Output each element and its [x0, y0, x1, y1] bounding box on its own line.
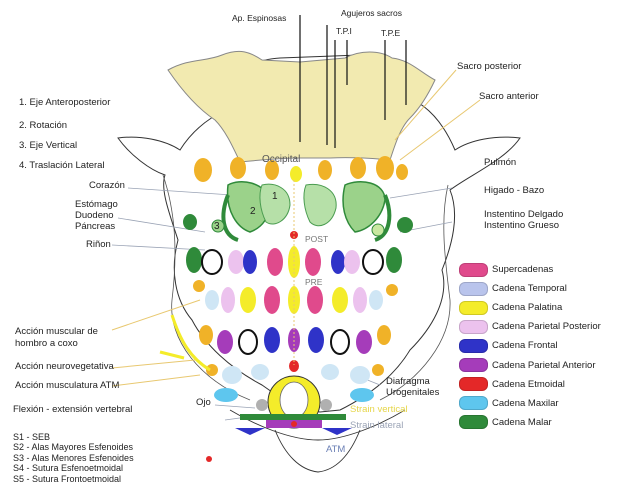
label-tpe: T.P.E: [381, 29, 400, 38]
legend-label: Cadena Etmoidal: [492, 379, 565, 390]
legend-item: Cadena Maxilar: [459, 394, 601, 413]
label-corazon: Corazón: [89, 181, 125, 191]
sacrum-bone: [168, 51, 435, 162]
movement-3: 3. Eje Vertical: [19, 141, 77, 151]
label-ap-espinosas: Ap. Espinosas: [232, 14, 286, 23]
label-pancreas: Páncreas: [75, 222, 115, 232]
label-urogenitales: Urogenitales: [386, 388, 439, 398]
legend-label: Cadena Parietal Posterior: [492, 321, 601, 332]
label-strain-vertical: Strain vertical: [350, 405, 408, 415]
legend-swatch: [459, 320, 488, 334]
abbreviation-s5: S5 - Sutura Frontoetmoidal: [13, 474, 134, 484]
label-strain-lateral: Strain lateral: [350, 421, 403, 431]
abbreviation-s2: S2 - Alas Mayores Esfenoides: [13, 442, 134, 452]
label-accion-neuro: Acción neurovegetativa: [15, 362, 114, 372]
label-num-3: 3: [214, 221, 220, 232]
legend-swatch: [459, 301, 488, 315]
label-flexion: Flexión - extensión vertebral: [13, 405, 132, 415]
label-sacro-anterior: Sacro anterior: [479, 92, 539, 102]
legend-label: Cadena Frontal: [492, 340, 557, 351]
label-rinon: Riñon: [86, 240, 111, 250]
legend-item: Supercadenas: [459, 260, 601, 279]
label-num-2: 2: [250, 206, 256, 217]
legend-label: Cadena Parietal Anterior: [492, 360, 596, 371]
movement-4: 4. Traslación Lateral: [19, 161, 105, 171]
abbreviation-s4: S4 - Sutura Esfenoetmoidal: [13, 463, 134, 473]
legend-label: Cadena Palatina: [492, 302, 562, 313]
legend-label: Supercadenas: [492, 264, 553, 275]
legend-item: Cadena Palatina: [459, 298, 601, 317]
green-shape-mid-right: [304, 184, 336, 225]
legend-item: Cadena Malar: [459, 413, 601, 432]
label-tpi: T.P.I: [336, 27, 352, 36]
label-intestino-delgado: Instentino Delgado: [484, 210, 563, 220]
label-intestino-grueso: Instentino Grueso: [484, 221, 559, 231]
abbreviation-list: S1 - SEB S2 - Alas Mayores Esfenoides S3…: [13, 432, 134, 484]
label-num-1: 1: [272, 191, 278, 202]
movement-1: 1. Eje Anteroposterior: [19, 98, 110, 108]
label-agujeros-sacros: Agujeros sacros: [341, 9, 402, 18]
label-accion-atm: Acción musculatura ATM: [15, 381, 119, 391]
label-accion-muscular-2: hombro a coxo: [15, 339, 78, 349]
legend-swatch: [459, 415, 488, 429]
label-duodeno: Duodeno: [75, 211, 114, 221]
legend-label: Cadena Maxilar: [492, 398, 559, 409]
label-estomago: Estómago: [75, 200, 118, 210]
label-occipital: Occipital: [262, 154, 300, 165]
legend-swatch: [459, 339, 488, 353]
movement-2: 2. Rotación: [19, 121, 67, 131]
label-diafragma: Diafragma: [386, 377, 430, 387]
abbreviation-s3: S3 - Alas Menores Esfenoides: [13, 453, 134, 463]
legend-item: Cadena Frontal: [459, 336, 601, 355]
label-pulmon: Pulmón: [484, 158, 516, 168]
legend-item: Cadena Parietal Posterior: [459, 317, 601, 336]
label-higado-bazo: Higado - Bazo: [484, 186, 544, 196]
legend-swatch: [459, 263, 488, 277]
label-atm: ATM: [326, 445, 345, 455]
legend-label: Cadena Temporal: [492, 283, 567, 294]
legend-swatch: [459, 282, 488, 296]
label-accion-muscular-1: Acción muscular de: [15, 327, 98, 337]
legend-label: Cadena Malar: [492, 417, 552, 428]
legend-swatch: [459, 396, 488, 410]
label-ojo: Ojo: [196, 398, 211, 408]
legend-swatch: [459, 358, 488, 372]
abbreviation-s1: S1 - SEB: [13, 432, 134, 442]
legend-swatch: [459, 377, 488, 391]
legend-item: Cadena Parietal Anterior: [459, 355, 601, 374]
legend-item: Cadena Etmoidal: [459, 375, 601, 394]
legend-item: Cadena Temporal: [459, 279, 601, 298]
label-post: POST: [305, 235, 328, 244]
label-sacro-posterior: Sacro posterior: [457, 62, 521, 72]
label-pre: PRE: [305, 278, 322, 287]
